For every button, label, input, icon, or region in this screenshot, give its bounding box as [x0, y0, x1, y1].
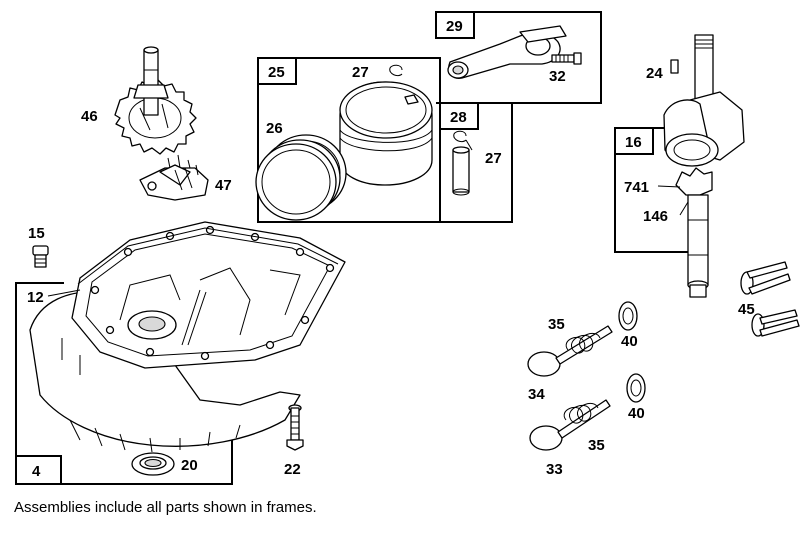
frame-4-label: 4	[32, 463, 41, 480]
callout-22: 22	[284, 461, 301, 478]
callout-35-lower: 35	[588, 437, 605, 454]
exhaust-valve	[527, 325, 613, 377]
connecting-rod-bolt	[551, 52, 582, 65]
frame-28-label: 28	[450, 109, 467, 126]
callout-15: 15	[28, 225, 45, 242]
gasket	[77, 227, 339, 285]
callout-741: 741	[624, 179, 649, 196]
callout-27-upper: 27	[352, 64, 369, 81]
crankcase-sump	[29, 221, 346, 453]
callout-146: 146	[643, 208, 668, 225]
callout-34: 34	[528, 386, 545, 403]
piston-pin-clip-upper	[389, 64, 403, 77]
callout-20: 20	[181, 457, 198, 474]
sump-bolt	[286, 404, 304, 451]
callout-32: 32	[549, 68, 566, 85]
callout-12: 12	[27, 289, 44, 306]
valve-springs	[563, 333, 601, 424]
camshaft-gear	[114, 46, 197, 155]
piston-pin-clip-lower	[453, 130, 467, 143]
callout-47: 47	[215, 177, 232, 194]
callout-33: 33	[546, 461, 563, 478]
callout-45: 45	[738, 301, 755, 318]
frame-4: 4	[15, 282, 233, 485]
callout-24: 24	[646, 65, 663, 82]
frame-29-label: 29	[446, 18, 463, 35]
callout-27-lower: 27	[485, 150, 502, 167]
frame-16-label: 16	[625, 134, 642, 151]
valve-spring-retainers	[618, 301, 646, 403]
piston	[339, 81, 433, 186]
frame-16: 16	[614, 127, 708, 253]
connecting-rod	[447, 25, 567, 79]
piston-pin	[452, 146, 470, 196]
callout-35-upper: 35	[548, 316, 565, 333]
valve-tappets	[740, 261, 800, 337]
callout-26: 26	[266, 120, 283, 137]
callout-40-upper: 40	[621, 333, 638, 350]
callout-46: 46	[81, 108, 98, 125]
callout-labels: 15 12 20 22 46 47 26 27 27 32 24 741 146…	[27, 64, 755, 478]
leader-lines	[47, 139, 689, 297]
oil-seal	[131, 452, 175, 476]
callout-40-lower: 40	[628, 405, 645, 422]
oil-drain-plug	[32, 245, 49, 268]
frame-25-label: 25	[268, 64, 285, 81]
frame-29: 29	[435, 11, 602, 104]
crankshaft-key	[670, 59, 679, 74]
crankshaft	[663, 34, 745, 298]
piston-rings	[255, 134, 347, 221]
governor-assembly	[139, 154, 209, 201]
assemblies-note: Assemblies include all parts shown in fr…	[14, 499, 317, 516]
